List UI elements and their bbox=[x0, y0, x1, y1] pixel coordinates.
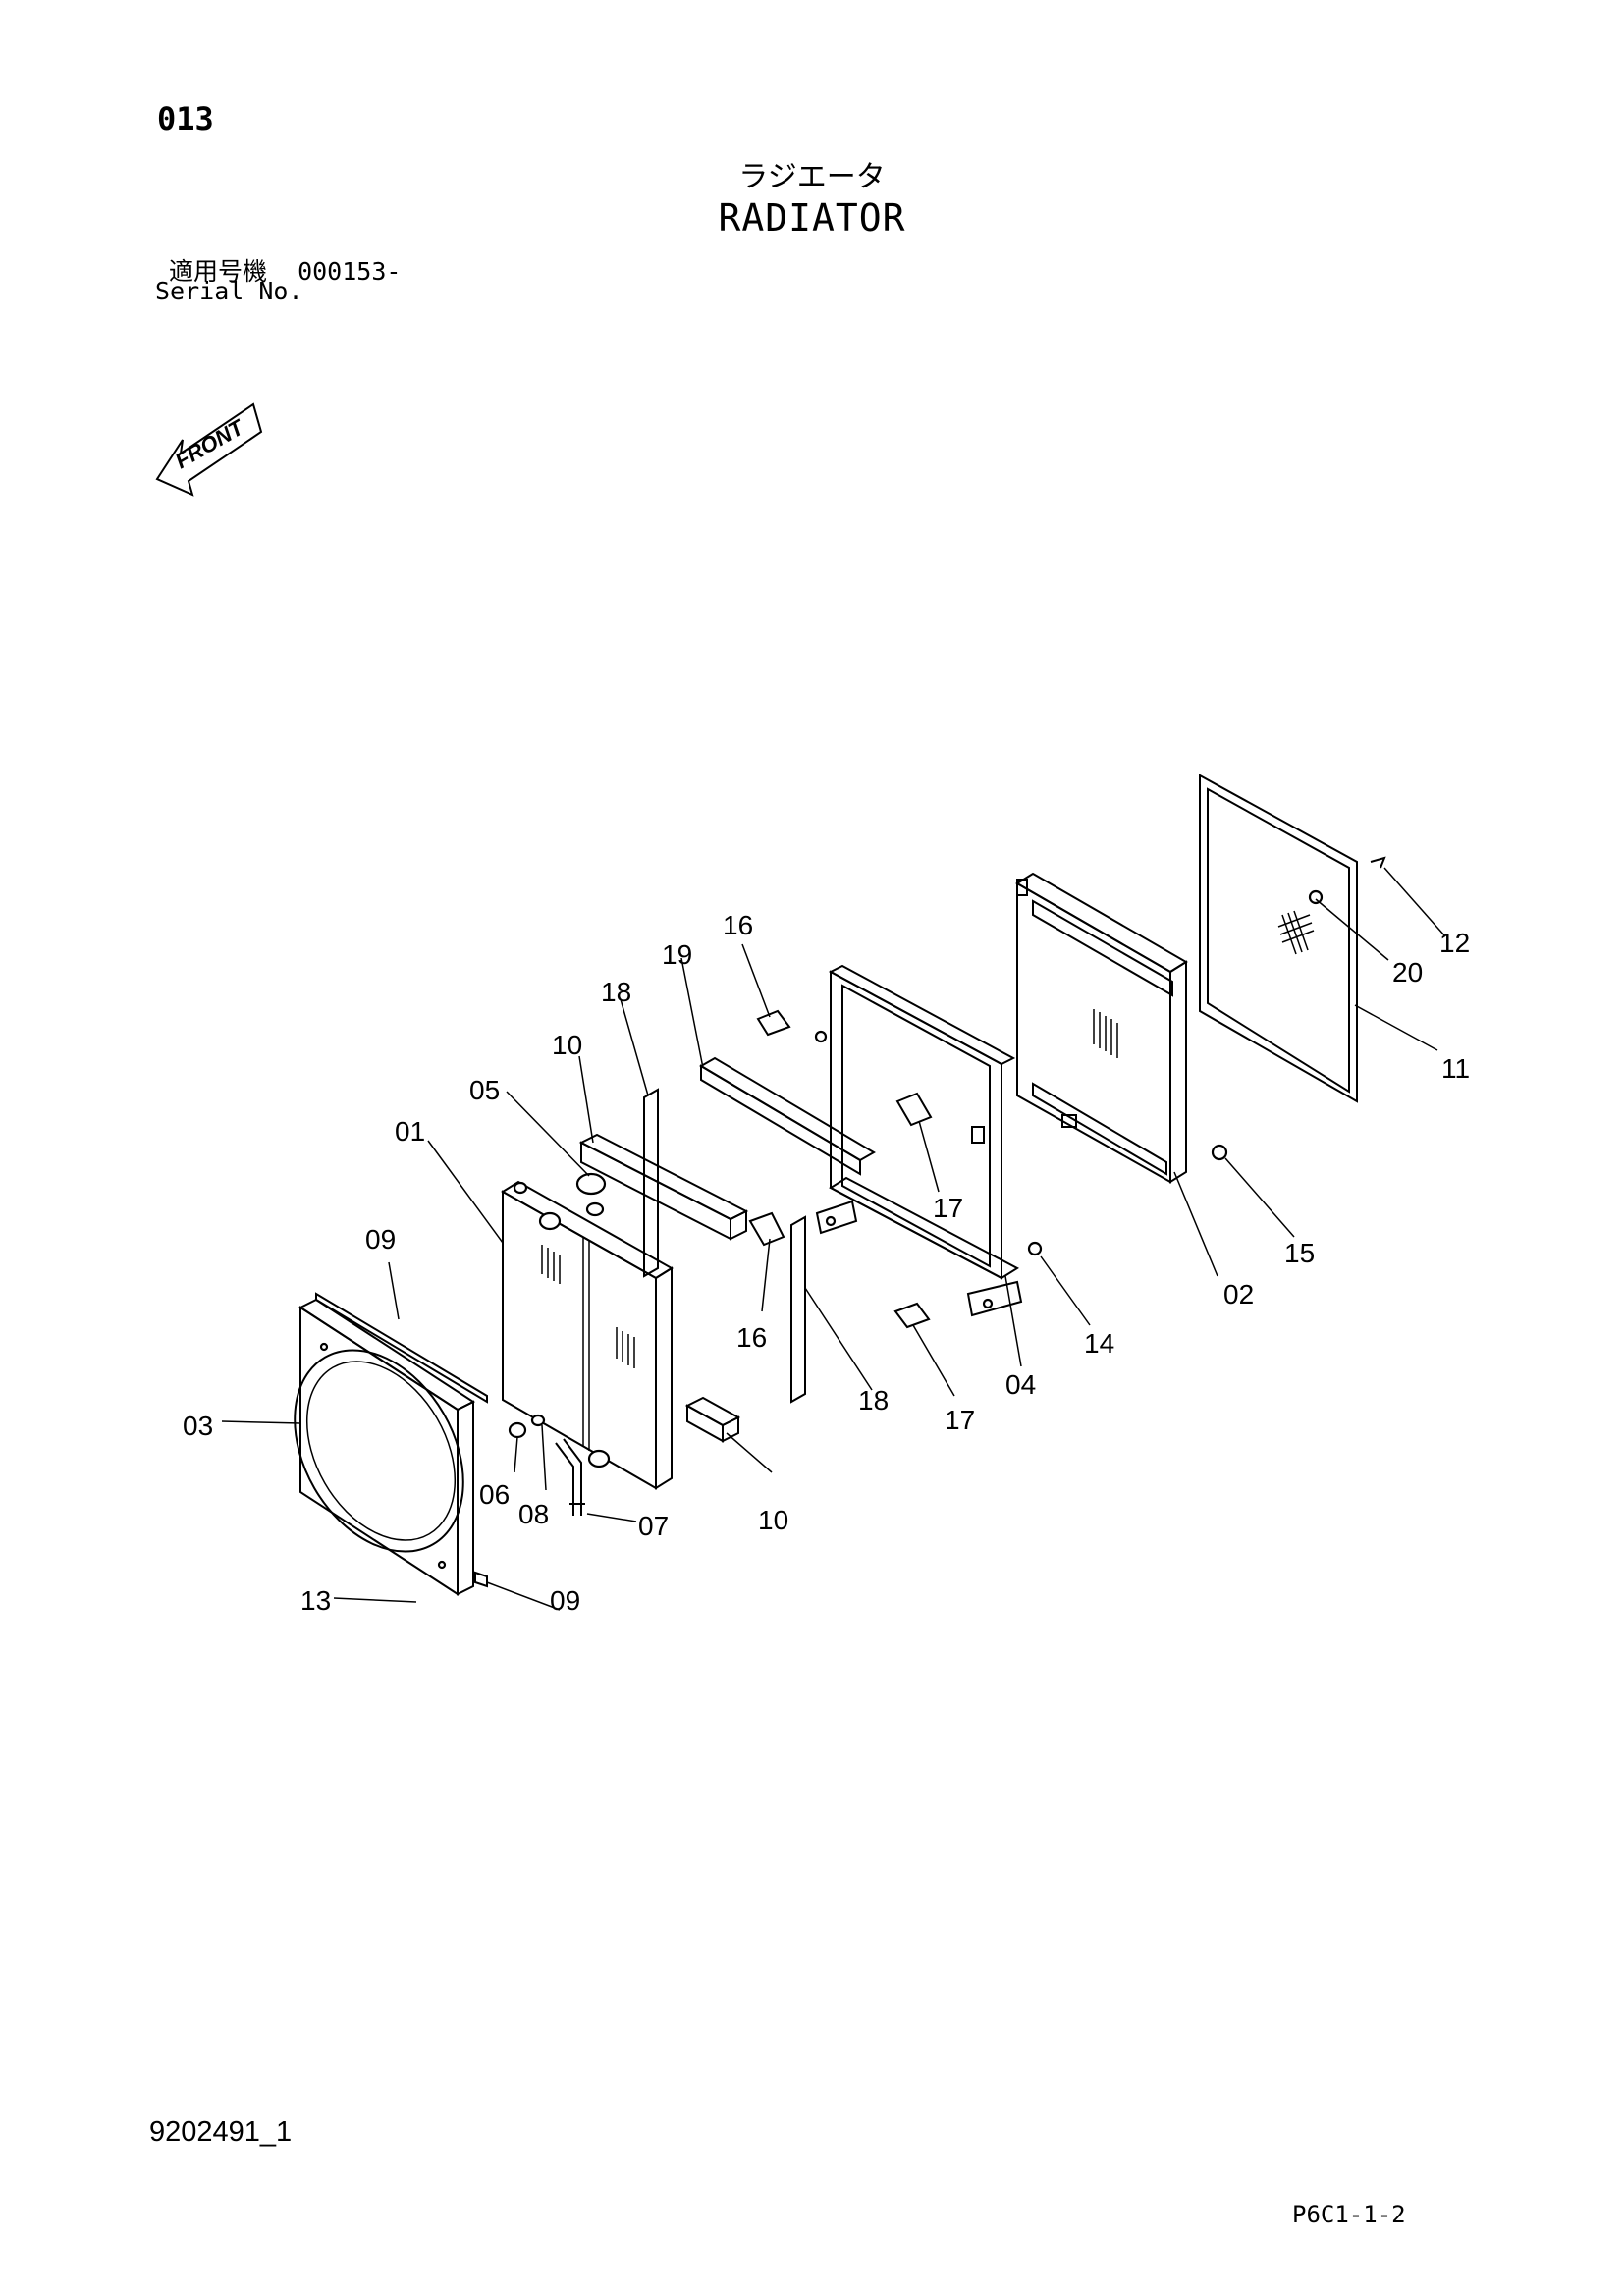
latch-bolt-part bbox=[1308, 856, 1386, 905]
oil-cooler-part bbox=[1015, 872, 1188, 1184]
radiator-cap-part bbox=[575, 1172, 607, 1196]
bolt-14-part bbox=[1027, 1241, 1043, 1256]
callout-14: 14 bbox=[1084, 1328, 1114, 1359]
title-english: RADIATOR bbox=[718, 196, 906, 240]
callout-02: 02 bbox=[1223, 1279, 1254, 1309]
drawing-id: 9202491_1 bbox=[149, 2116, 293, 2148]
callout-16-lower: 16 bbox=[736, 1322, 767, 1353]
serial-label-english: Serial No. bbox=[155, 277, 303, 305]
callout-01: 01 bbox=[395, 1116, 425, 1147]
bolt-15-part bbox=[1211, 1144, 1228, 1161]
callout-13: 13 bbox=[300, 1585, 331, 1616]
callout-15: 15 bbox=[1284, 1238, 1315, 1268]
callout-11: 11 bbox=[1441, 1053, 1470, 1084]
horizontal-seal-part bbox=[699, 1056, 876, 1176]
callout-10-lower: 10 bbox=[758, 1505, 788, 1535]
vertical-seal-middle bbox=[790, 1215, 806, 1404]
core-fin-hatch bbox=[541, 1245, 635, 1368]
serial-row-japanese: 適用号機 000153- bbox=[169, 252, 401, 288]
callout-20: 20 bbox=[1392, 957, 1423, 988]
callout-06: 06 bbox=[479, 1479, 510, 1510]
callout-17-upper: 17 bbox=[933, 1193, 963, 1223]
callout-19: 19 bbox=[662, 939, 692, 970]
callout-09-lower: 09 bbox=[550, 1585, 580, 1616]
radiator-core-part bbox=[501, 1180, 674, 1490]
callout-07: 07 bbox=[638, 1511, 669, 1541]
screen-mesh-hatch bbox=[1277, 910, 1315, 955]
serial-label-japanese: 適用号機 bbox=[169, 257, 268, 286]
seal-block-lower bbox=[684, 1396, 741, 1443]
callout-08: 08 bbox=[518, 1499, 549, 1529]
front-arrow-icon: FRONT bbox=[155, 402, 263, 497]
wedge-seal-17-lower bbox=[893, 1302, 931, 1329]
seal-strip-upper bbox=[315, 1292, 488, 1404]
callout-18-upper: 18 bbox=[601, 977, 631, 1007]
callout-17-lower: 17 bbox=[945, 1405, 975, 1435]
page-number: 013 bbox=[157, 100, 214, 137]
callout-05: 05 bbox=[469, 1075, 500, 1105]
callout-04: 04 bbox=[1005, 1369, 1036, 1400]
screen-frame-part bbox=[1199, 774, 1358, 1103]
callout-03: 03 bbox=[183, 1411, 213, 1441]
callout-12: 12 bbox=[1439, 928, 1470, 958]
sheet-code: P6C1-1-2 bbox=[1292, 2201, 1406, 2228]
callout-09-upper: 09 bbox=[365, 1224, 396, 1255]
support-frame-part bbox=[814, 964, 1023, 1317]
drain-plug-part bbox=[508, 1414, 546, 1439]
wedge-seal-16-lower bbox=[748, 1211, 785, 1247]
title-japanese: ラジエータ bbox=[738, 160, 886, 194]
callout-10-upper: 10 bbox=[552, 1030, 582, 1060]
callout-18-lower: 18 bbox=[858, 1385, 889, 1415]
drain-hose-part bbox=[555, 1438, 585, 1516]
vertical-seal-left bbox=[643, 1088, 659, 1278]
fan-shroud-part bbox=[294, 1298, 476, 1596]
wedge-seal-17-upper bbox=[895, 1092, 933, 1127]
callout-16-upper: 16 bbox=[723, 910, 753, 940]
leader-lines bbox=[221, 867, 1446, 1611]
serial-value: 000153- bbox=[298, 257, 402, 286]
wedge-seal-16-upper bbox=[756, 1009, 791, 1037]
cooler-fin-hatch bbox=[1093, 1009, 1118, 1058]
seal-block-upper bbox=[578, 1133, 749, 1241]
seal-strip-lower bbox=[474, 1571, 488, 1588]
